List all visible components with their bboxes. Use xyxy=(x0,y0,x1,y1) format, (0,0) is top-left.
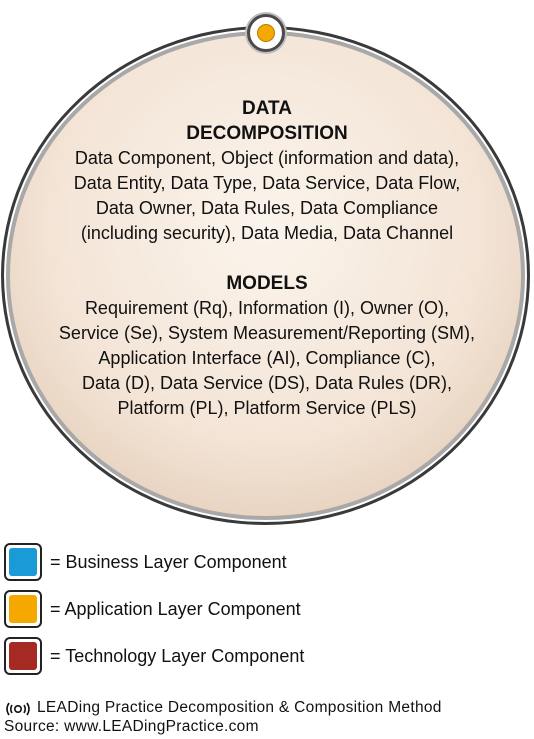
application-layer-connector xyxy=(247,14,285,52)
footer-source: Source: www.LEADingPractice.com xyxy=(4,718,259,735)
leading-practice-logo-icon xyxy=(6,702,30,715)
models-line: Platform (PL), Platform Service (PLS) xyxy=(117,398,417,418)
decomposition-line: (including security), Data Media, Data C… xyxy=(80,223,454,243)
models-line: Service (Se), System Measurement/Reporti… xyxy=(58,323,476,343)
application-swatch-fill xyxy=(9,595,37,623)
decomposition-heading-line2: DECOMPOSITION xyxy=(186,123,348,144)
decomposition-line: Data Entity, Data Type, Data Service, Da… xyxy=(73,173,461,193)
circle-content: DATA DECOMPOSITION Data Component, Objec… xyxy=(20,96,514,421)
technology-swatch-fill xyxy=(9,642,37,670)
technology-swatch-icon xyxy=(4,637,42,675)
legend-label-technology: = Technology Layer Component xyxy=(50,646,305,666)
decomposition-line: Data Owner, Data Rules, Data Compliance xyxy=(95,198,439,218)
decomposition-line: Data Component, Object (information and … xyxy=(74,148,460,168)
models-heading: MODELS xyxy=(226,273,308,294)
footer-title: Ding Practice Decomposition & Compositio… xyxy=(67,699,442,716)
application-swatch-icon xyxy=(4,590,42,628)
legend-label-application: = Application Layer Component xyxy=(50,599,301,619)
legend-item-business: = Business Layer Component xyxy=(4,543,404,583)
models-line: Data (D), Data Service (DS), Data Rules … xyxy=(81,373,453,393)
decomposition-heading-line1: DATA xyxy=(242,98,292,119)
business-swatch-fill xyxy=(9,548,37,576)
legend-item-technology: = Technology Layer Component xyxy=(4,637,404,677)
data-decomposition-circle xyxy=(1,26,530,525)
application-layer-dot-icon xyxy=(257,24,275,42)
section-gap xyxy=(20,246,514,271)
models-line: Application Interface (AI), Compliance (… xyxy=(98,348,436,368)
legend-item-application: = Application Layer Component xyxy=(4,590,404,630)
legend-label-business: = Business Layer Component xyxy=(50,552,287,572)
footer-logo-text: LEA xyxy=(37,699,68,716)
models-line: Requirement (Rq), Information (I), Owner… xyxy=(84,298,450,318)
business-swatch-icon xyxy=(4,543,42,581)
